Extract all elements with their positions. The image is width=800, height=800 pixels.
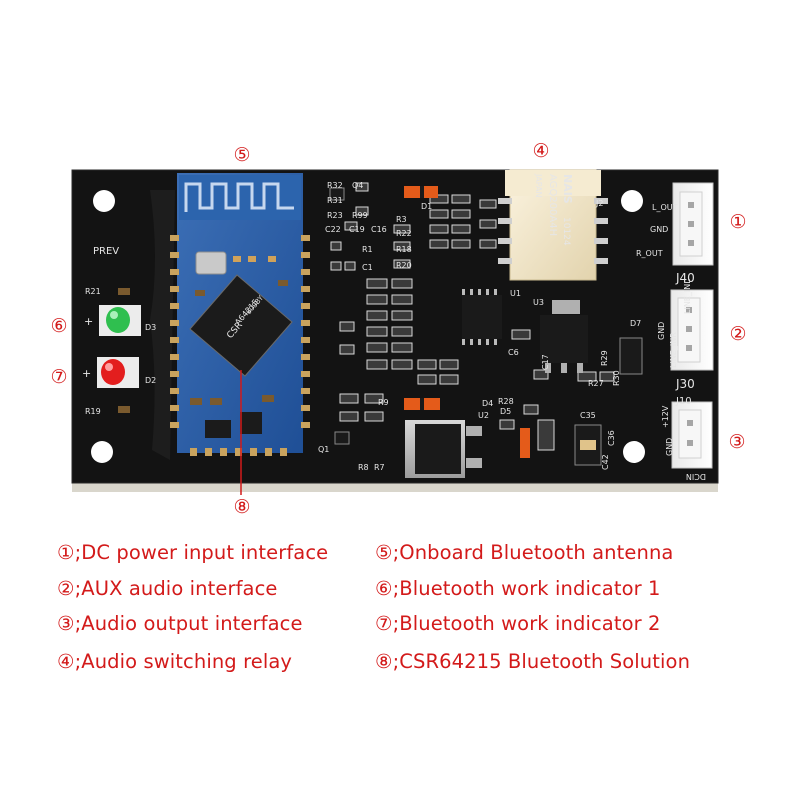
audio-relay: NAIS 10124 AGQ200A4H JAPAN xyxy=(498,169,608,281)
silk-line-inl: LINE_INL xyxy=(683,279,692,314)
silk-r27: R27 xyxy=(588,379,604,388)
silk-c1: C1 xyxy=(362,263,373,272)
silk-dcin: DCIN xyxy=(686,472,706,481)
silk-line-inr: LINE_INR xyxy=(669,332,678,368)
silk-r9: R9 xyxy=(378,398,389,407)
silk-c19: C19 xyxy=(349,225,365,234)
callout-number-5: ⑤ xyxy=(233,144,251,166)
silk-r23: R23 xyxy=(327,211,343,220)
csr-bluetooth-chip: CSR A64215 609BY xyxy=(189,274,293,377)
silk-r3: R3 xyxy=(396,215,407,224)
silk-u3: U3 xyxy=(533,298,544,307)
silk-12v: +12V xyxy=(661,405,670,428)
silk-d4: D4 xyxy=(482,399,493,408)
silk-c22: C22 xyxy=(325,225,341,234)
silk-j10: J10 xyxy=(675,396,692,407)
mounting-hole xyxy=(93,190,115,212)
led-green xyxy=(99,305,141,336)
silk-r32: R32 xyxy=(327,181,343,190)
silk-d3: D3 xyxy=(145,323,156,332)
connector-j30 xyxy=(670,289,714,371)
silk-c42: C42 xyxy=(601,454,610,470)
silk-j2: J2 xyxy=(595,199,603,208)
silk-plus: + xyxy=(82,367,91,380)
silk-u1: U1 xyxy=(510,289,521,298)
silk-r21: R21 xyxy=(85,287,101,296)
silk-gnd: GND xyxy=(650,225,668,234)
bluetooth-module: CSR A64215 609BY xyxy=(170,173,310,456)
legend-audio-relay: ④;Audio switching relay xyxy=(57,650,293,673)
callout-number-3: ③ xyxy=(728,431,746,453)
silk-r1: R1 xyxy=(362,245,373,254)
legend-csr-solution: ⑧;CSR64215 Bluetooth Solution xyxy=(375,650,691,673)
relay-model-label: AGQ200A4H xyxy=(547,174,558,236)
callout-number-2: ② xyxy=(729,323,747,345)
regulator-u3 xyxy=(540,300,588,373)
regulator-u2 xyxy=(405,420,482,478)
silk-d1: D1 xyxy=(421,202,432,211)
legend-aux-audio: ②;AUX audio interface xyxy=(57,577,278,600)
callout-number-4: ④ xyxy=(532,140,550,162)
callout-number-6: ⑥ xyxy=(50,315,68,337)
silk-q4: Q4 xyxy=(352,181,363,190)
silk-r29: R29 xyxy=(600,350,609,366)
silk-prev: PREV xyxy=(93,246,119,257)
smd-components xyxy=(329,182,643,478)
silk-gnd: GND xyxy=(657,322,666,340)
silk-r30: R30 xyxy=(612,370,621,386)
connector-j40 xyxy=(672,182,714,266)
silk-j30: J30 xyxy=(675,377,695,391)
silk-plus: + xyxy=(84,315,93,328)
silk-c16: C16 xyxy=(371,225,387,234)
crystal-component xyxy=(195,251,227,275)
silk-c17: C17 xyxy=(541,354,550,370)
silk-r-out: R_OUT xyxy=(636,249,663,258)
silk-r22: R22 xyxy=(396,229,412,238)
silk-gnd: GND xyxy=(665,438,674,456)
bluetooth-antenna xyxy=(179,175,301,220)
relay-code-label: 10124 xyxy=(561,217,571,246)
silk-r99: R99 xyxy=(352,211,368,220)
legend-indicator-2: ⑦;Bluetooth work indicator 2 xyxy=(375,612,661,635)
silk-r8: R8 xyxy=(358,463,369,472)
led-red xyxy=(97,357,139,388)
ic-u1 xyxy=(462,289,502,345)
silk-r28: R28 xyxy=(498,397,514,406)
mounting-hole xyxy=(621,190,643,212)
silk-q1: Q1 xyxy=(318,445,329,454)
legend-audio-output: ③;Audio output interface xyxy=(57,612,303,635)
connector-j10 xyxy=(671,401,713,469)
callout-number-7: ⑦ xyxy=(50,366,68,388)
silk-u2: U2 xyxy=(478,411,489,420)
silk-l-out: L_OUT xyxy=(652,203,678,212)
relay-brand-label: NAIS xyxy=(561,174,574,204)
callout-number-8: ⑧ xyxy=(233,496,251,518)
silk-d7: D7 xyxy=(630,319,641,328)
mounting-hole xyxy=(91,441,113,463)
silk-r7: R7 xyxy=(374,463,385,472)
relay-origin-label: JAPAN xyxy=(534,173,543,197)
mounting-hole xyxy=(623,441,645,463)
module-pads xyxy=(170,235,310,456)
legend-bluetooth-antenna: ⑤;Onboard Bluetooth antenna xyxy=(375,541,674,564)
silk-c36: C36 xyxy=(607,430,616,446)
silk-c6: C6 xyxy=(508,348,519,357)
callout-number-1: ① xyxy=(729,211,747,233)
silk-r18: R18 xyxy=(396,245,412,254)
legend-dc-power-input: ①;DC power input interface xyxy=(57,541,329,564)
silk-r20: R20 xyxy=(396,261,412,270)
legend-indicator-1: ⑥;Bluetooth work indicator 1 xyxy=(375,577,661,600)
silk-d5: D5 xyxy=(500,407,511,416)
silk-d2: D2 xyxy=(145,376,156,385)
silk-r19: R19 xyxy=(85,407,101,416)
silk-c35: C35 xyxy=(580,411,596,420)
silk-r31: R31 xyxy=(327,196,343,205)
silk-j40: J40 xyxy=(675,271,695,285)
